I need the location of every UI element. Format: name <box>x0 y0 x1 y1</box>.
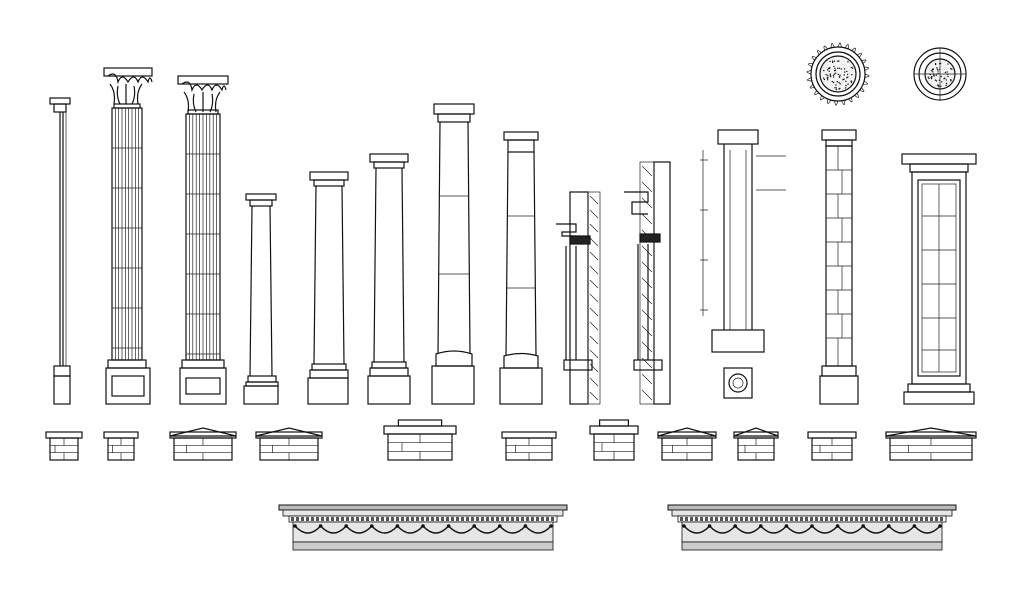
column-tops-row <box>45 419 977 461</box>
column-top-2 <box>103 431 139 461</box>
column-corinthian-1 <box>103 67 153 405</box>
column-tuscan-3 <box>367 153 411 405</box>
column-tuscan-1 <box>243 193 279 405</box>
column-top-1 <box>45 431 83 461</box>
column-corinthian-2 <box>177 75 229 405</box>
column-top-3 <box>169 427 237 461</box>
column-tall-tuscan-2 <box>499 131 543 405</box>
column-top-11 <box>885 427 977 461</box>
column-top-10 <box>807 431 857 461</box>
entablature-left <box>278 504 568 551</box>
column-tuscan-2 <box>307 171 349 405</box>
column-top-7 <box>589 419 639 461</box>
column-tall-tuscan-1 <box>431 103 475 405</box>
wall-section-2 <box>624 161 671 405</box>
column-top-6 <box>501 431 557 461</box>
column-panelled-pier <box>901 153 977 405</box>
detail-section <box>700 129 786 399</box>
column-top-4 <box>255 427 323 461</box>
column-top-8 <box>657 427 717 461</box>
column-top-5 <box>383 419 457 461</box>
ring-plan-icon <box>913 47 967 101</box>
column-rusticated-pier <box>819 129 859 405</box>
column-top-9 <box>733 427 779 461</box>
entablature-right <box>667 504 957 551</box>
column-thin-pilaster <box>49 97 71 405</box>
wall-section-1 <box>556 191 601 405</box>
gear-plan-icon <box>806 42 870 106</box>
